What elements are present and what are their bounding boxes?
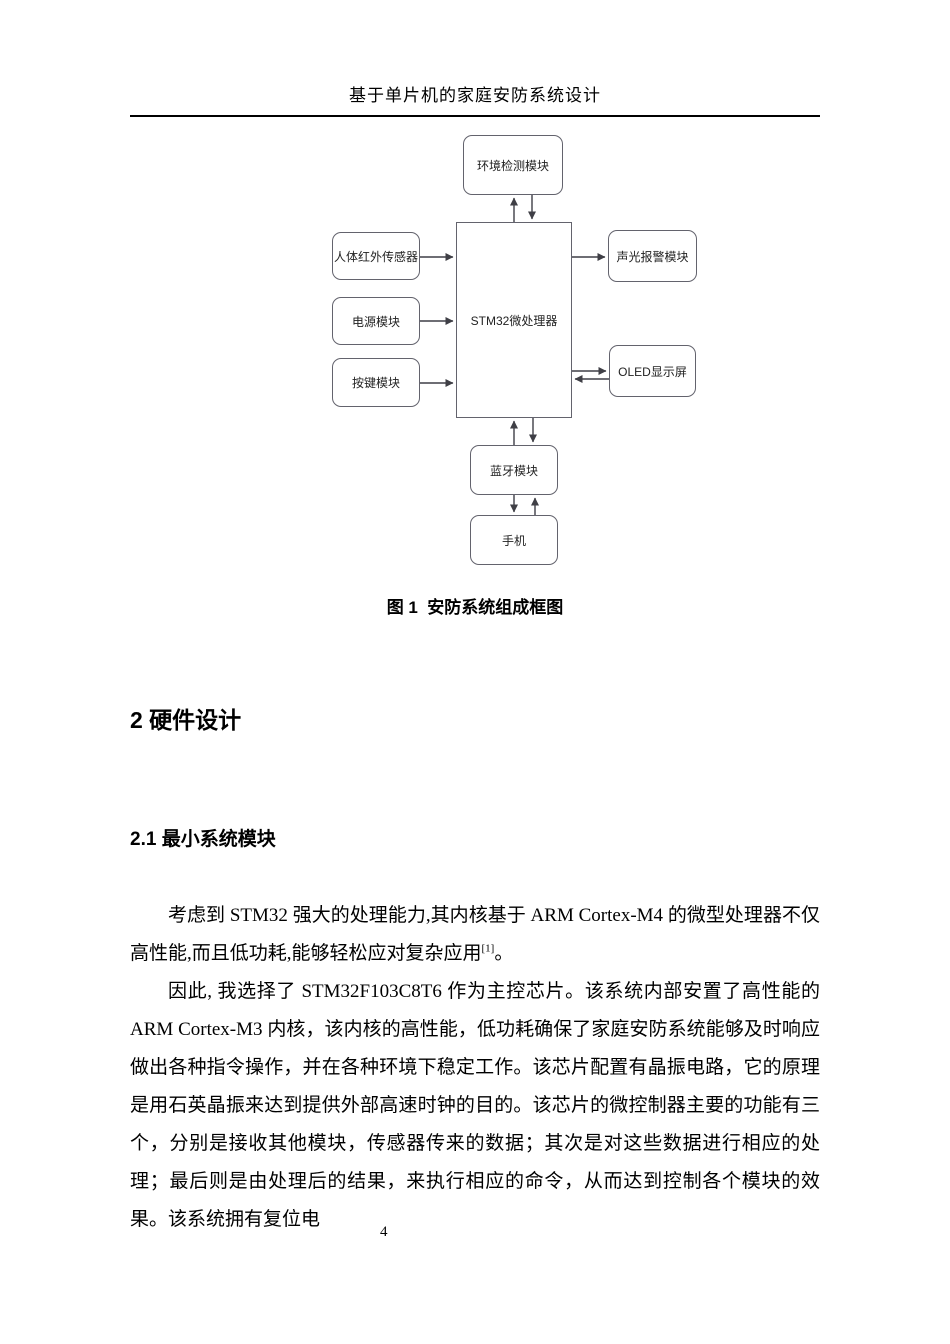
page-header: 基于单片机的家庭安防系统设计 — [130, 0, 820, 117]
diagram-box-oled: OLED显示屏 — [609, 345, 696, 397]
diagram-box-alarm: 声光报警模块 — [608, 230, 697, 282]
diagram-box-label: 人体红外传感器 — [333, 249, 418, 264]
diagram-box-label: 蓝牙模块 — [489, 463, 538, 478]
diagram-box-label: 按键模块 — [351, 376, 400, 390]
diagram-box-environment: 环境检测模块 — [463, 135, 563, 195]
chapter-heading: 2 硬件设计 — [130, 707, 242, 733]
diagram-box-power: 电源模块 — [332, 297, 420, 345]
page-content: 环境检测模块 人体红外传感器 电源模块 按键模块 STM32微处理器 声光报警模… — [130, 133, 820, 1239]
subsection-heading: 2.1 最小系统模块 — [130, 829, 276, 850]
paragraph-2: 因此, 我选择了 STM32F103C8T6 作为主控芯片。该系统内部安置了高性… — [130, 981, 820, 1230]
paragraph-1-text: 考虑到 STM32 强大的处理能力,其内核基于 ARM Cortex-M4 的微… — [130, 905, 820, 964]
diagram-box-label: 手机 — [501, 533, 526, 548]
header-title: 基于单片机的家庭安防系统设计 — [349, 86, 601, 105]
figure-caption: 图 1 安防系统组成框图 — [386, 598, 564, 617]
diagram-box-bluetooth: 蓝牙模块 — [470, 445, 558, 495]
diagram-box-label: STM32微处理器 — [470, 313, 558, 328]
diagram-box-label: 电源模块 — [351, 314, 400, 329]
diagram-box-phone: 手机 — [470, 515, 558, 565]
paragraph-1-period: 。 — [494, 943, 514, 964]
paragraph-1: 考虑到 STM32 强大的处理能力,其内核基于 ARM Cortex-M4 的微… — [130, 897, 820, 973]
diagram-connectors — [420, 195, 609, 515]
diagram-box-label: 声光报警模块 — [616, 249, 689, 264]
page-number: 4 — [380, 1224, 388, 1240]
diagram-box-label: 环境检测模块 — [476, 158, 549, 173]
diagram-box-pir-sensor: 人体红外传感器 — [332, 232, 420, 280]
diagram-box-keys: 按键模块 — [332, 358, 420, 407]
citation-marker: [1] — [481, 942, 495, 955]
diagram-box-mcu: STM32微处理器 — [456, 222, 572, 418]
figure-block-diagram: 环境检测模块 人体红外传感器 电源模块 按键模块 STM32微处理器 声光报警模… — [130, 133, 820, 565]
diagram-box-label: OLED显示屏 — [618, 364, 687, 379]
